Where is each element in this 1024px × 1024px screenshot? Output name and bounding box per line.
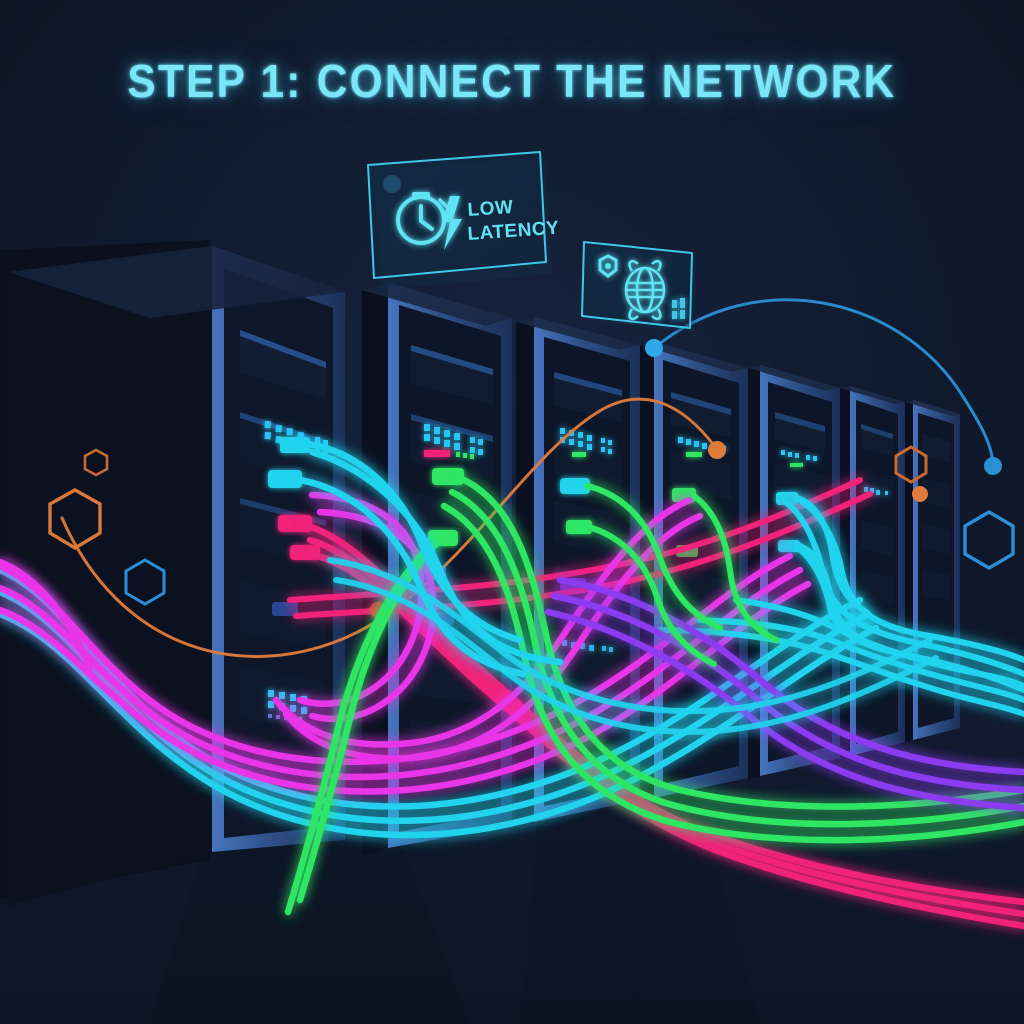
dot-orange-right bbox=[912, 486, 928, 502]
arc-blue bbox=[645, 298, 1002, 475]
signal-bars-icon bbox=[672, 298, 685, 319]
hexagon-blue-right bbox=[963, 510, 1015, 570]
hud-low-label: LOW bbox=[467, 197, 514, 221]
hud-panel-global-network[interactable] bbox=[581, 241, 697, 334]
cable-converge-node bbox=[844, 612, 876, 628]
hexagon-orange-large bbox=[48, 488, 102, 550]
rack-5-ports bbox=[776, 492, 800, 552]
rack-3-leds-lower bbox=[562, 640, 613, 652]
rack-4 bbox=[640, 342, 748, 800]
lightning-bolt-icon bbox=[442, 196, 462, 250]
cable-green-plugs bbox=[585, 483, 779, 667]
globe-network-icon bbox=[624, 259, 666, 321]
cable-bundle-cyan-rack1 bbox=[296, 440, 564, 678]
cable-bundle-purple bbox=[544, 576, 1024, 812]
hexagon-orange-right bbox=[894, 445, 928, 484]
rack-6-leds bbox=[864, 487, 888, 495]
hud-panel-low-latency[interactable]: LOW LATENCY bbox=[367, 151, 560, 290]
cable-cyan-crossing bbox=[327, 557, 939, 735]
rack-2-leds bbox=[424, 424, 483, 459]
hexagon-orange-small bbox=[83, 448, 109, 477]
stopwatch-icon bbox=[396, 192, 448, 245]
rack-7-units bbox=[922, 434, 950, 600]
hexagon-blue-left bbox=[124, 558, 166, 606]
rack-1-ports bbox=[268, 437, 320, 616]
cable-bundle-bottom-left bbox=[0, 558, 94, 672]
rack-6 bbox=[840, 386, 905, 758]
rack-5-leds bbox=[781, 450, 817, 467]
rack-7 bbox=[905, 400, 960, 742]
shield-icon bbox=[598, 254, 618, 278]
hud-status-dot bbox=[383, 175, 401, 193]
cable-cyan-plugs-rack5 bbox=[795, 495, 869, 643]
rack-6-units bbox=[861, 424, 893, 658]
